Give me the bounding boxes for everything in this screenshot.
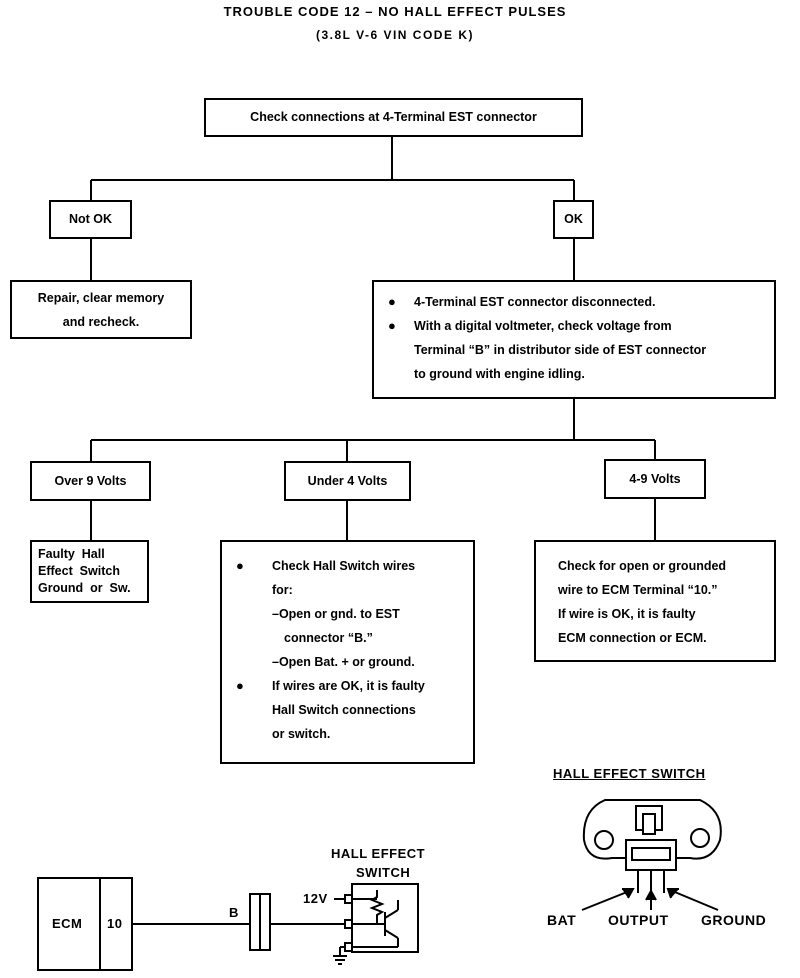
hall-effect-title-1: HALL EFFECT	[331, 846, 426, 861]
12v-label: 12V	[303, 891, 328, 906]
faulty-hall-box: Faulty Hall Effect Switch Ground or Sw.	[30, 540, 149, 603]
u4-line-3: –Open or gnd. to EST	[272, 607, 400, 621]
49-line-4: ECM connection or ECM.	[558, 631, 707, 645]
u4-line-6: If wires are OK, it is faulty	[222, 674, 473, 698]
ecm-label: ECM	[52, 916, 83, 931]
ok-step-1: 4-Terminal EST connector disconnected.	[374, 290, 774, 314]
repair-line-1: Repair, clear memory	[37, 291, 165, 305]
49-line-1: Check for open or grounded	[558, 559, 727, 573]
diagram-subtitle: (3.8L V-6 VIN CODE K)	[316, 28, 474, 42]
hall-effect-title-2: SWITCH	[356, 865, 411, 880]
not-ok-box: Not OK	[49, 200, 132, 239]
check-connections-box: Check connections at 4-Terminal EST conn…	[204, 98, 583, 137]
4-9-volts-box: 4-9 Volts	[604, 459, 706, 499]
faulty-line-1: Faulty Hall	[38, 547, 105, 561]
hall-effect-switch-heading: HALL EFFECT SWITCH	[553, 766, 706, 781]
ground-label: GROUND	[701, 912, 767, 928]
ecm-schematic	[37, 877, 419, 971]
under-4-volts-box: Under 4 Volts	[284, 461, 411, 501]
under-4-detail-box: Check Hall Switch wires for: –Open or gn…	[220, 540, 475, 764]
4-9-detail-box: Check for open or grounded wire to ECM T…	[534, 540, 776, 662]
faulty-line-2: Effect Switch	[38, 564, 120, 578]
ok-step-3: Terminal “B” in distributor side of EST …	[414, 343, 707, 357]
ok-step-2: With a digital voltmeter, check voltage …	[374, 314, 774, 338]
u4-line-4: connector “B.”	[284, 631, 373, 645]
diagram-title: TROUBLE CODE 12 – NO HALL EFFECT PULSES	[223, 4, 567, 19]
ok-box: OK	[553, 200, 594, 239]
u4-line-7: Hall Switch connections	[272, 703, 416, 717]
49-line-2: wire to ECM Terminal “10.”	[558, 583, 718, 597]
ok-step-4: to ground with engine idling.	[414, 367, 585, 381]
49-line-3: If wire is OK, it is faulty	[558, 607, 696, 621]
bat-label: BAT	[547, 912, 577, 928]
u4-line-2: for:	[272, 583, 293, 597]
ok-detail-box: 4-Terminal EST connector disconnected. W…	[372, 280, 776, 399]
repair-box: Repair, clear memory and recheck.	[10, 280, 192, 339]
u4-line-8: or switch.	[272, 727, 331, 741]
wire-b-label: B	[229, 905, 239, 920]
hall-switch-component	[581, 799, 722, 911]
output-label: OUTPUT	[608, 912, 669, 928]
over-9-volts-box: Over 9 Volts	[30, 461, 151, 501]
repair-line-2: and recheck.	[62, 315, 140, 329]
terminal-10-label: 10	[107, 916, 123, 931]
u4-line-1: Check Hall Switch wires	[222, 554, 473, 578]
faulty-line-3: Ground or Sw.	[38, 581, 131, 595]
u4-line-5: –Open Bat. + or ground.	[272, 655, 415, 669]
